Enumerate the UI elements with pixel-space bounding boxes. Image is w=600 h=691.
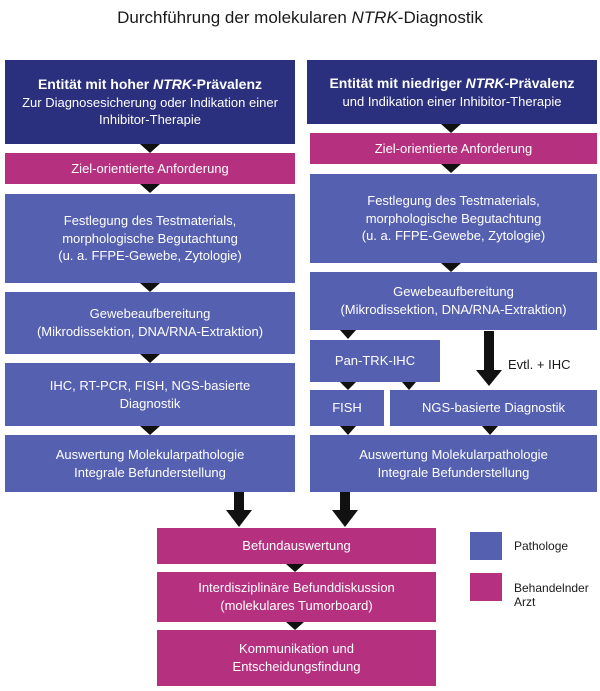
arrow-right-befund-stem xyxy=(340,492,350,511)
left-request-label: Ziel-orientierte Anforderung xyxy=(71,160,229,176)
right-pantrk-box: Pan-TRK-IHC xyxy=(310,340,440,382)
left-material-l3: (u. a. FFPE-Gewebe, Zytologie) xyxy=(58,248,242,264)
right-header-box: Entität mit niedriger NTRK-Prävalenz und… xyxy=(307,60,597,124)
decision-box: Kommunikation und Entscheidungsfindung xyxy=(157,630,436,686)
right-ngs-label: NGS-basierte Diagnostik xyxy=(421,400,566,416)
arrow-right-5 xyxy=(340,382,356,390)
right-processing-l2: (Mikrodissektion, DNA/RNA-Extraktion) xyxy=(340,302,567,317)
right-material-box: Festlegung des Testmaterials, morphologi… xyxy=(310,174,597,263)
left-material-box: Festlegung des Testmaterials, morphologi… xyxy=(5,194,295,283)
decision-l1: Kommunikation und xyxy=(239,641,354,657)
left-processing-l2: (Mikrodissektion, DNA/RNA-Extraktion) xyxy=(36,324,264,339)
left-header-box: Entität mit hoher NTRK-Prävalenz Zur Dia… xyxy=(5,60,295,144)
left-processing-l1: Gewebeaufbereitung xyxy=(89,306,211,322)
arrow-right-1 xyxy=(441,124,461,133)
right-processing-box: Gewebeaufbereitung (Mikrodissektion, DNA… xyxy=(310,272,597,330)
arrow-right-long-stem xyxy=(484,331,494,372)
left-material-l2: morphologische Begutachtung xyxy=(62,230,238,246)
right-request-box: Ziel-orientierte Anforderung xyxy=(310,133,597,164)
arrow-right-4 xyxy=(340,330,356,339)
right-evaluation-l1: Auswertung Molekularpathologie xyxy=(359,446,548,462)
arrow-common-2 xyxy=(286,622,304,630)
befund-label: Befundauswertung xyxy=(242,538,351,554)
right-processing-l1: Gewebeaufbereitung xyxy=(393,284,514,300)
left-diagnostics-box: IHC, RT-PCR, FISH, NGS-basierte Diagnost… xyxy=(5,363,295,426)
arrow-left-befund-head xyxy=(226,510,252,527)
arrow-common-1 xyxy=(286,564,304,572)
right-pantrk-label: Pan-TRK-IHC xyxy=(334,353,416,369)
right-header-line1: Entität mit niedriger NTRK-Prävalenz xyxy=(329,74,575,91)
legend-swatch-pathologe xyxy=(470,532,502,560)
left-header-line2: Zur Diagnosesicherung oder Indikation ei… xyxy=(22,94,278,110)
optional-ihc-label: Evtl. + IHC xyxy=(508,357,571,372)
discussion-l2: (molekulares Tumorboard) xyxy=(220,598,373,613)
right-material-l1: Festlegung des Testmaterials, xyxy=(367,193,540,209)
decision-l2: Entscheidungsfindung xyxy=(232,659,361,674)
right-header-line2: und Indikation einer Inhibitor-Therapie xyxy=(342,93,562,109)
right-ngs-box: NGS-basierte Diagnostik xyxy=(390,390,597,426)
left-request-box: Ziel-orientierte Anforderung xyxy=(5,153,295,184)
arrow-right-6 xyxy=(402,382,416,390)
right-fish-box: FISH xyxy=(310,390,384,426)
diagram-title: Durchführung der molekularen NTRK-Diagno… xyxy=(117,8,483,27)
arrow-right-8 xyxy=(482,426,498,435)
left-material-l1: Festlegung des Testmaterials, xyxy=(63,213,237,229)
left-processing-box: Gewebeaufbereitung (Mikrodissektion, DNA… xyxy=(5,292,295,354)
arrow-right-3 xyxy=(441,263,461,272)
right-evaluation-l2: Integrale Befunderstellung xyxy=(377,464,530,480)
arrow-left-1 xyxy=(140,144,160,153)
arrow-left-2 xyxy=(140,184,160,193)
legend-label-arzt: Behandelnder Arzt xyxy=(514,581,589,609)
arrow-right-7 xyxy=(340,426,356,435)
arrow-left-5 xyxy=(140,426,160,435)
arrow-left-4 xyxy=(140,354,160,363)
right-request-label: Ziel-orientierte Anforderung xyxy=(374,140,533,156)
left-evaluation-box: Auswertung Molekularpathologie Integrale… xyxy=(5,435,295,492)
left-header-line1: Entität mit hoher NTRK-Prävalenz xyxy=(37,76,263,92)
right-material-l2: morphologische Begutachtung xyxy=(365,210,542,226)
right-fish-label: FISH xyxy=(332,400,362,416)
right-material-l3: (u. a. FFPE-Gewebe, Zytologie) xyxy=(361,228,546,244)
arrow-right-long-head xyxy=(476,370,502,386)
left-header-line3: Inhibitor-Therapie xyxy=(99,112,201,128)
legend-swatch-arzt xyxy=(470,573,502,601)
legend-label-pathologe: Pathologe xyxy=(514,539,569,553)
arrow-left-3 xyxy=(140,283,160,292)
left-diagnostics-l1: IHC, RT-PCR, FISH, NGS-basierte xyxy=(49,377,251,393)
discussion-box: Interdisziplinäre Befunddiskussion (mole… xyxy=(157,572,436,622)
befund-box: Befundauswertung xyxy=(157,528,436,564)
left-evaluation-l1: Auswertung Molekularpathologie xyxy=(55,446,245,462)
arrow-right-2 xyxy=(441,164,461,173)
arrow-right-befund-head xyxy=(332,510,358,527)
discussion-l1: Interdisziplinäre Befunddiskussion xyxy=(198,580,395,596)
left-evaluation-l2: Integrale Befunderstellung xyxy=(74,464,226,480)
arrow-left-befund-stem xyxy=(234,492,244,511)
left-diagnostics-l2: Diagnostik xyxy=(119,395,181,411)
right-evaluation-box: Auswertung Molekularpathologie Integrale… xyxy=(310,435,597,492)
